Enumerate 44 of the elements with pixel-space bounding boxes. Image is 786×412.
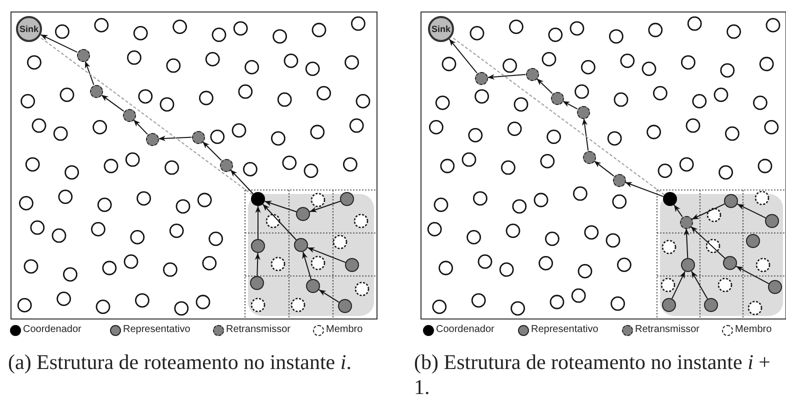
arrow [318,289,340,303]
arrow [309,200,341,212]
dashed-line [38,36,253,196]
arrow [736,204,766,218]
arrow [262,204,297,240]
arrow [562,100,578,110]
arrow [691,203,726,220]
arrow [40,34,78,53]
arrow [674,204,683,218]
arrow [691,270,708,300]
arrow [100,94,124,112]
arrow [230,169,254,194]
node-label: Sink [19,24,38,34]
legend-label: Coordenador [436,324,494,335]
legend-label: Retransmissor [635,324,700,335]
arrow [202,141,222,161]
node-label: Sink [431,24,450,34]
legend-label: Coordenador [23,324,82,335]
figure-caption: (b) Estrutura de roteamento no instante i + 1. [414,350,772,400]
arrow [684,228,690,258]
figure-caption: (a) Estrutura de roteamento no instante i. [8,350,352,375]
arrow [582,118,589,152]
arrow [84,60,94,86]
arrow [255,206,261,240]
arrow [624,182,664,198]
arrow [690,226,726,259]
arrow [672,270,686,300]
arrow [448,38,478,74]
legend-label: Membro [735,324,772,335]
legend-label: Retransmissor [226,324,290,335]
legend-label: Representativo [123,324,190,335]
arrow [264,200,297,212]
legend-label: Membro [326,324,363,335]
arrow [594,160,614,177]
dashed-line [450,36,665,196]
arrow [307,247,346,263]
arrow [158,136,192,142]
arrow [254,252,260,276]
legend-label: Representativo [531,324,598,335]
arrow [302,251,312,280]
arrow [486,74,526,80]
arrow [736,266,770,284]
arrow [133,119,148,135]
arrow [536,78,553,94]
